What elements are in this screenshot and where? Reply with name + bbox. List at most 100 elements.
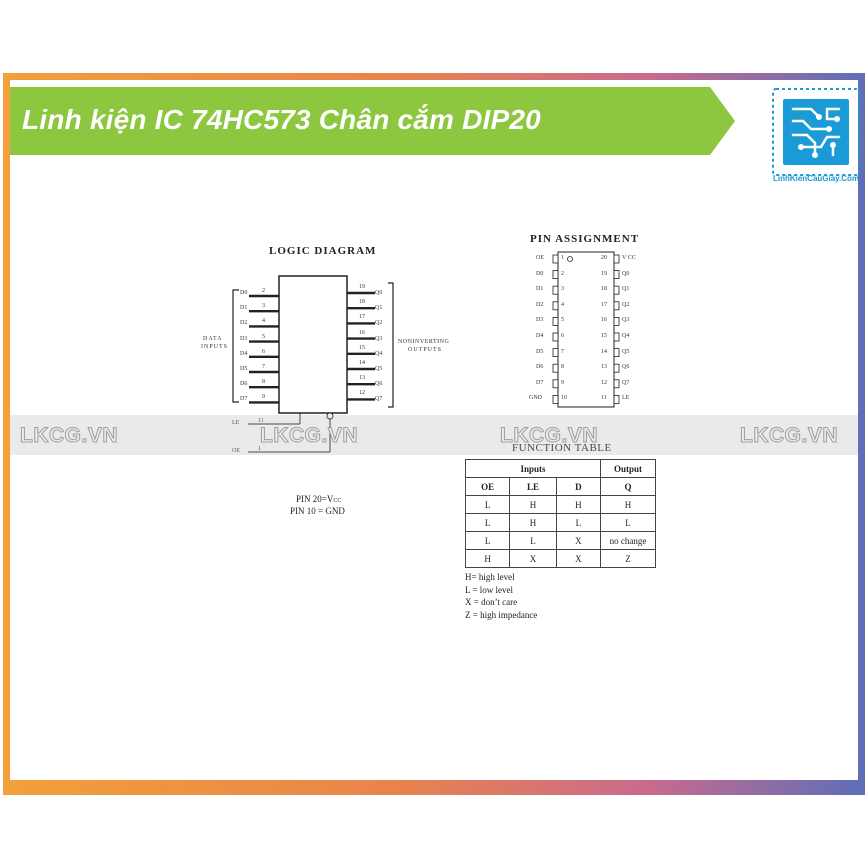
output-pin-q4: 15 xyxy=(359,344,365,351)
oe-label: OE xyxy=(232,448,240,454)
pin-note-vcc: PIN 20=VCC xyxy=(296,494,341,504)
data-inputs-label-1: DATA xyxy=(203,336,223,342)
table-cell: X xyxy=(555,531,602,550)
left-pin-8 xyxy=(552,363,559,373)
table-cell: H xyxy=(509,495,557,514)
right-pin-13 xyxy=(613,363,620,373)
input-pin-d5: 7 xyxy=(262,364,265,370)
input-label-d7: D7 xyxy=(240,396,248,403)
left-pin-10 xyxy=(552,394,559,404)
right-pin-label: Q0 xyxy=(622,270,630,277)
pin1-marker-icon xyxy=(567,256,573,262)
header-d: D xyxy=(555,477,602,496)
le-pin: 11 xyxy=(258,418,264,424)
output-label-q4: Q4 xyxy=(375,350,383,357)
left-pin-label: D0 xyxy=(536,270,544,277)
latch-block xyxy=(278,275,348,414)
left-pin-label: D3 xyxy=(536,317,544,324)
input-pin-d1: 3 xyxy=(262,303,265,310)
input-label-d0: D0 xyxy=(240,290,248,296)
input-label-d6: D6 xyxy=(240,381,248,388)
left-pin-1 xyxy=(552,254,559,264)
right-pin-label: Q6 xyxy=(622,364,630,371)
table-row: L H H H xyxy=(464,495,656,514)
table-cell: L xyxy=(600,513,656,532)
legend-item: Z = high impedance xyxy=(465,610,538,621)
right-pin-17 xyxy=(613,301,620,311)
input-label-d1: D1 xyxy=(240,305,248,312)
output-pin-q0: 19 xyxy=(359,284,365,290)
table-cell: H xyxy=(600,495,656,514)
input-label-d5: D5 xyxy=(240,366,248,372)
input-pin-d3: 5 xyxy=(262,333,265,340)
left-pin-number: 4 xyxy=(561,301,564,308)
legend-item: H= high level xyxy=(465,572,515,582)
right-pin-number: 20 xyxy=(601,255,607,261)
right-pin-number: 12 xyxy=(601,379,607,386)
circuit-board-logo-icon xyxy=(772,88,860,176)
left-pin-label: D5 xyxy=(536,348,544,355)
right-pin-label: V CC xyxy=(622,255,636,261)
pin-note-gnd: PIN 10 = GND xyxy=(290,506,345,516)
right-pin-number: 18 xyxy=(601,286,607,293)
left-pin-5 xyxy=(552,316,559,326)
output-label-q6: Q6 xyxy=(375,381,383,388)
right-pin-11 xyxy=(613,394,620,404)
input-label-d3: D3 xyxy=(240,335,248,342)
output-pin-q2: 17 xyxy=(359,314,365,321)
table-cell: no change xyxy=(600,531,656,550)
gradient-frame xyxy=(3,73,865,795)
oe-pin: 1 xyxy=(258,446,261,452)
outputs-label-1: NONINVERTING xyxy=(398,339,450,345)
right-pin-label: Q3 xyxy=(622,317,630,324)
right-pin-label: LE xyxy=(622,395,630,402)
right-pin-label: Q2 xyxy=(622,301,630,308)
table-cell: L xyxy=(464,495,511,514)
left-pin-number: 9 xyxy=(561,379,564,386)
banner-title: Linh kiện IC 74HC573 Chân cắm DIP20 xyxy=(22,104,541,135)
pin-note-vcc-text: PIN 20=V xyxy=(296,494,334,504)
output-pin-q3: 16 xyxy=(359,329,365,336)
output-label-q7: Q7 xyxy=(375,396,383,403)
right-pin-label: Q1 xyxy=(622,286,630,293)
table-cell: X xyxy=(509,549,557,568)
function-table: Inputs Output OE LE D Q L H H H L H L L … xyxy=(464,459,656,568)
left-pin-number: 1 xyxy=(561,255,564,261)
group-output: Output xyxy=(600,459,656,478)
banner-arrow-shape xyxy=(10,87,735,155)
left-pin-number: 8 xyxy=(561,364,564,371)
vcc-subscript: CC xyxy=(333,498,342,504)
left-pin-label: D2 xyxy=(536,301,544,308)
input-label-d2: D2 xyxy=(240,320,248,327)
right-pin-16 xyxy=(613,316,620,326)
legend-item: L = low level xyxy=(465,584,513,595)
left-pin-6 xyxy=(552,332,559,342)
le-label: LE xyxy=(232,420,240,426)
table-group-row: Inputs Output xyxy=(465,459,656,478)
right-pin-19 xyxy=(613,270,620,280)
right-pin-15 xyxy=(613,332,620,342)
right-pin-14 xyxy=(613,348,620,358)
left-pin-7 xyxy=(552,348,559,358)
right-pin-20 xyxy=(613,254,620,264)
output-label-q5: Q5 xyxy=(375,366,383,372)
input-pin-d0: 2 xyxy=(262,288,265,294)
output-label-q2: Q2 xyxy=(375,320,383,327)
outputs-label-2: OUTPUTS xyxy=(408,347,443,353)
right-pin-12 xyxy=(613,379,620,389)
function-table-legend: H= high level L = low level X = don’t ca… xyxy=(465,571,537,622)
output-pin-q6: 13 xyxy=(359,375,365,382)
output-label-q3: Q3 xyxy=(375,335,383,342)
right-pin-number: 13 xyxy=(601,364,607,371)
left-pin-2 xyxy=(552,270,559,280)
table-cell: X xyxy=(555,549,602,568)
table-cell: Z xyxy=(600,549,656,568)
table-row: L L X no change xyxy=(464,531,656,550)
watermark-text: LKCG.VN xyxy=(20,424,119,448)
function-table-title: FUNCTION TABLE xyxy=(512,442,612,454)
input-pin-d6: 8 xyxy=(262,379,265,386)
outputs-bracket xyxy=(388,282,394,408)
input-pin-d4: 6 xyxy=(262,348,265,355)
table-cell: H xyxy=(509,513,557,532)
